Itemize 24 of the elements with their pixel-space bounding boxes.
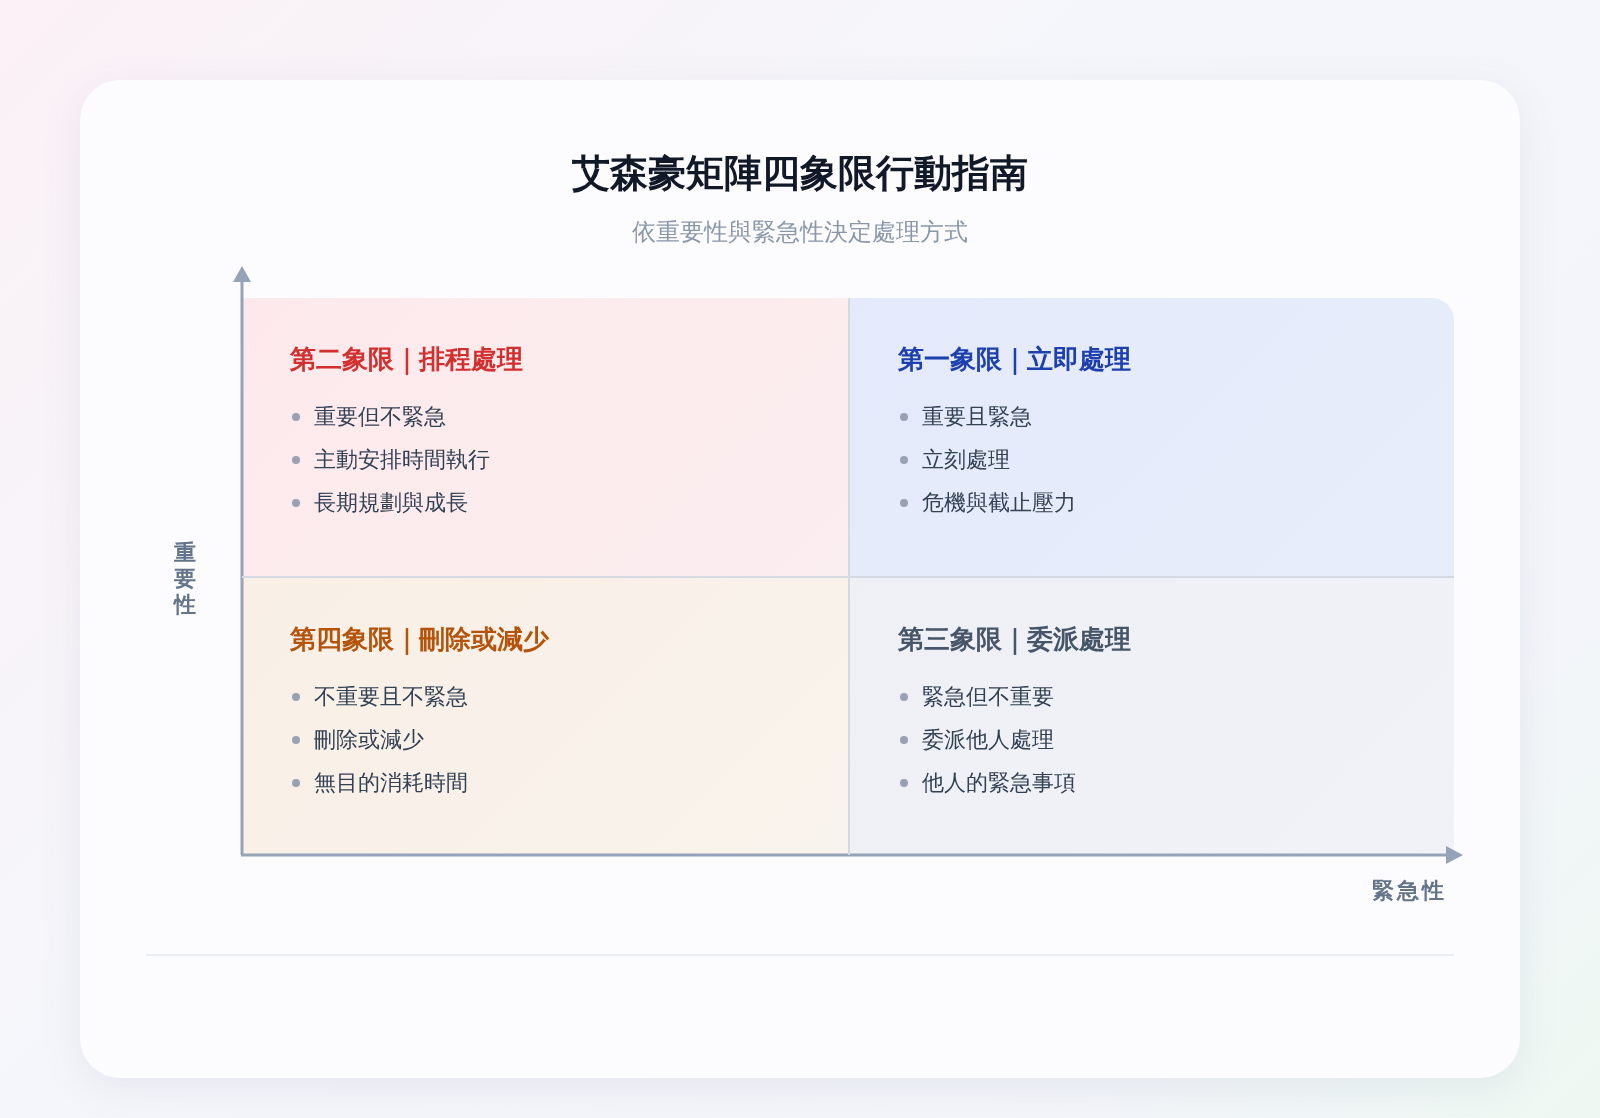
bullet-item: 無目的消耗時間 [290, 761, 468, 804]
bullet-item: 刪除或減少 [290, 718, 424, 761]
quadrant-heading: 第一象限｜立即處理 [898, 343, 1131, 377]
quadrant-panel [850, 578, 1454, 855]
bullet-item: 緊急但不重要 [898, 675, 1054, 718]
bullet-item: 重要但不緊急 [290, 395, 446, 438]
axis-label: 重要性 [174, 540, 197, 618]
bullet-item: 危機與截止壓力 [898, 481, 1076, 524]
bullet-item: 委派他人處理 [898, 718, 1054, 761]
axis-label: 緊急性 [1372, 877, 1447, 905]
quadrant-heading: 第三象限｜委派處理 [898, 623, 1131, 657]
title: 艾森豪矩陣四象限行動指南 [572, 150, 1028, 197]
bullet-item: 他人的緊急事項 [898, 761, 1076, 804]
quadrant-heading: 第四象限｜刪除或減少 [290, 623, 549, 657]
bullet-item: 不重要且不緊急 [290, 675, 468, 718]
quadrant-panel [242, 578, 848, 855]
bullet-item: 主動安排時間執行 [290, 438, 490, 481]
quadrant-panel [242, 298, 848, 576]
bullet-item: 立刻處理 [898, 438, 1010, 481]
quadrant-heading: 第二象限｜排程處理 [290, 343, 523, 377]
subtitle: 依重要性與緊急性決定處理方式 [632, 217, 968, 248]
quadrant-panel [850, 298, 1454, 576]
bullet-item: 重要且緊急 [898, 395, 1032, 438]
bullet-item: 長期規劃與成長 [290, 481, 468, 524]
